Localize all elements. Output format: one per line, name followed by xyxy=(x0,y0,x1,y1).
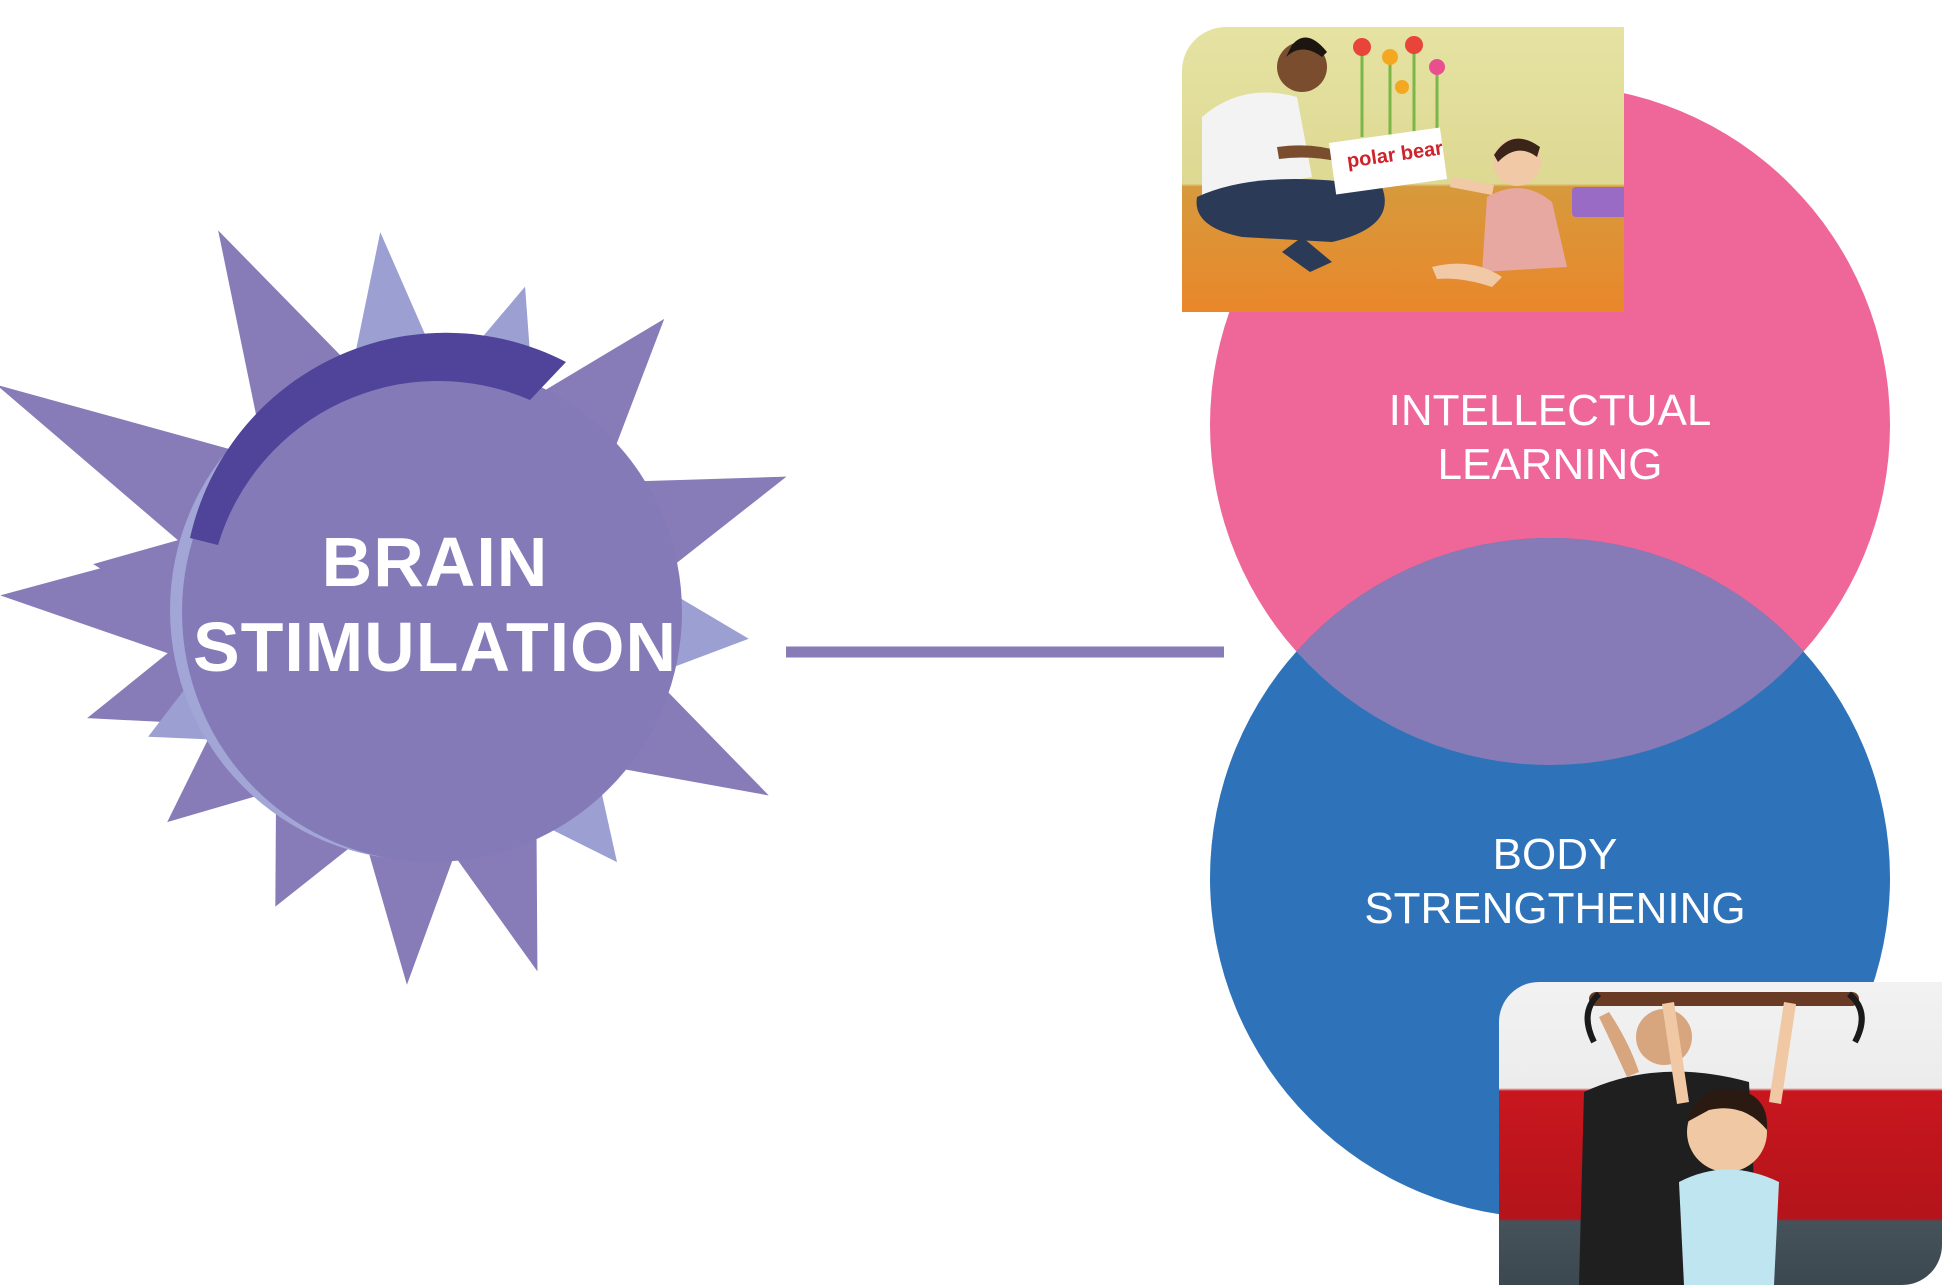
flash-card xyxy=(1328,127,1448,195)
sun-ray xyxy=(500,318,665,497)
intellectual-learning-label: INTELLECTUAL LEARNING xyxy=(1330,384,1770,491)
teacher-photo-illustration xyxy=(1196,36,1624,287)
teacher-flashcard-photo: polar bear xyxy=(1182,27,1624,312)
body-label-line2: STRENGTHENING xyxy=(1364,883,1746,933)
hanging-bar xyxy=(1589,992,1859,1006)
brain-label-line2: STIMULATION xyxy=(192,608,678,687)
gym-photo-illustration xyxy=(1579,991,1865,1285)
teacher-figure xyxy=(1196,37,1385,272)
sun-arc xyxy=(190,332,566,545)
hanging-baby-figure xyxy=(1662,1002,1796,1285)
intellectual-label-line2: LEARNING xyxy=(1437,439,1663,489)
sun-core xyxy=(182,362,682,862)
wall-flowers xyxy=(1353,36,1445,137)
overlap-region xyxy=(1210,538,1890,765)
body-strengthening-label: BODY STRENGTHENING xyxy=(1330,828,1780,935)
play-mat xyxy=(1572,187,1624,217)
brain-stimulation-label: BRAIN STIMULATION xyxy=(170,520,700,691)
body-label-line1: BODY xyxy=(1492,830,1618,879)
brain-label-line1: BRAIN xyxy=(321,523,549,601)
baby-figure xyxy=(1432,138,1567,287)
baby-hanging-bar-photo xyxy=(1499,982,1942,1285)
intellectual-label-line1: INTELLECTUAL xyxy=(1388,386,1712,435)
